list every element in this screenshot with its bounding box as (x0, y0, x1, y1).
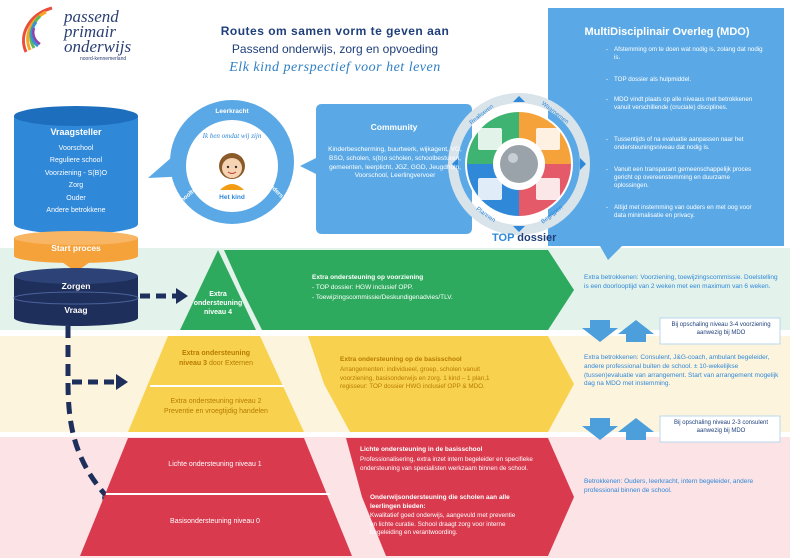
level4-tri-text: Extra ondersteuning niveau 4 (186, 290, 250, 317)
dashed-connector-main (65, 326, 112, 502)
top-dossier-brand: TOP dossier (492, 232, 556, 246)
zorgen-vraag-stack (13, 268, 139, 326)
logo-swirl-icon (22, 6, 53, 53)
community-title: Community (370, 122, 418, 132)
brand-top: TOP (492, 232, 515, 244)
level3-externen: door Externen (208, 360, 253, 367)
level4-tri-line: niveau 4 (203, 309, 232, 317)
level0-tri-text: Basisondersteuning niveau 0 (170, 518, 260, 525)
vraagsteller-item: Voorschool (58, 145, 94, 152)
level3-text: Arrangementen: individueel, groep, schol… (340, 366, 490, 390)
level1-title: Lichte ondersteuning in de basisschool (360, 446, 483, 453)
top-dossier-cycle (448, 93, 590, 235)
start-proces-label: Start proces (51, 243, 101, 253)
level3-arrow (308, 336, 574, 432)
vraagsteller-item: Voorziening - S(B)O (44, 169, 108, 177)
level4-title: Extra ondersteuning op voorziening (312, 274, 424, 281)
header-tagline: Elk kind perspectief voor het leven (229, 60, 441, 75)
level1-triangle (80, 438, 352, 556)
level3-right-text: Extra betrokkenen: Consulent, J&G-coach,… (584, 354, 779, 388)
mdo-item: Afstemming om te doen wat nodig is, zola… (606, 46, 764, 62)
vraagsteller-list: Voorschool Reguliere school Voorziening … (14, 143, 138, 217)
level3-title: Extra ondersteuning op de basisschool (340, 356, 462, 363)
level4-line: - TOP dossier: HGW inclusief OPP. (312, 284, 414, 291)
community-bubble (300, 104, 472, 234)
escalation-arrows-2 (582, 418, 654, 440)
mdo-item: Vanuit een transparant gemeenschappelijk… (606, 166, 764, 190)
level1-arrow (346, 438, 574, 556)
logo-line3: onderwijs (64, 37, 132, 56)
mdo-item: Altijd met instemming van ouders en met … (606, 204, 764, 220)
kind-circle (148, 100, 294, 224)
vraagsteller-item: Ouder (66, 194, 86, 202)
vraag-label: Vraag (64, 305, 88, 315)
vraagsteller-cylinder (14, 106, 138, 234)
level3-triangle (128, 336, 304, 432)
level4-triangle (180, 250, 256, 330)
child-label: Het kind (219, 194, 245, 201)
community-text: Kinderbescherming, buurtwerk, wijkagent,… (328, 146, 462, 180)
start-proces-shape (14, 231, 138, 263)
header-title: Routes om samen vorm te geven aan (220, 24, 450, 38)
brand-dossier: dossier (517, 232, 557, 244)
escalate1-text: Bij opschaling niveau 3-4 voorziening aa… (671, 322, 771, 336)
vraagsteller-title: Vraagsteller (50, 127, 102, 137)
level1-text: Professionalisering, extra inzet intern … (360, 456, 533, 472)
arrow-right-icon (116, 374, 128, 390)
arrow-right-icon (176, 288, 188, 304)
escalate2-text: Bij opschaling niveau 2-3 consulent aanw… (673, 420, 769, 434)
leerkracht-label: Leerkracht (215, 108, 249, 115)
vraagsteller-item: Reguliere school (49, 157, 103, 165)
vraagsteller-item: Andere betrokkene (46, 207, 106, 215)
level4-tri-line: Extra (209, 291, 227, 298)
level2-tri-line1: Extra ondersteuning niveau 2 (170, 398, 262, 405)
level0-title: Onderwijsondersteuning die scholen aan a… (370, 494, 510, 510)
level0-text: Kwalitatief goed onderwijs, aangevuld me… (370, 512, 516, 536)
mdo-list: Afstemming om te doen wat nodig is, zola… (604, 46, 774, 236)
mdo-title: MultiDisciplinair Overleg (MDO) (584, 26, 750, 38)
level3-tri-line2: niveau 3 door Externen (150, 360, 282, 369)
vraagsteller-item: Zorg (68, 182, 84, 190)
level4-line: - Toewijzingscommissie/Deskundigenadvies… (312, 294, 453, 301)
mdo-item: TOP dossier als hulpmiddel. (606, 76, 764, 84)
down-arrow-icon (62, 222, 90, 232)
level1-right-text: Betrokkenen: Ouders, leerkracht, intern … (584, 478, 754, 494)
mdo-item: Tussentijds of na evaluatie aanpassen na… (606, 136, 764, 152)
header-subtitle: Passend onderwijs, zorg en opvoeding (231, 42, 439, 56)
mdo-item: MDO vindt plaats op alle niveaus met bet… (606, 96, 764, 112)
child-avatar (219, 153, 245, 190)
logo-line1: passend (64, 7, 119, 26)
level4-tri-line: ondersteuning (193, 300, 243, 308)
level4-right-text: Extra betrokkenen: Voorziening, toewijzi… (584, 274, 778, 290)
zorgen-label: Zorgen (61, 281, 91, 291)
level1-tri-text: Lichte ondersteuning niveau 1 (168, 461, 262, 468)
logo-line2: primair (64, 22, 116, 41)
down-arrow-icon (62, 262, 90, 272)
logo-line4: noord-kennemerland (80, 56, 127, 62)
escalation-arrows-1 (582, 320, 654, 342)
level4-arrow (224, 250, 574, 330)
level3-niveau: niveau 3 (179, 360, 208, 367)
motto-label: Ik ben omdat wij zijn (202, 132, 262, 140)
mdo-box (548, 8, 784, 260)
level3-tri-line1: Extra ondersteuning (181, 350, 251, 357)
level2-tri-line2: Preventie en vroegtijdig handelen (164, 408, 268, 415)
